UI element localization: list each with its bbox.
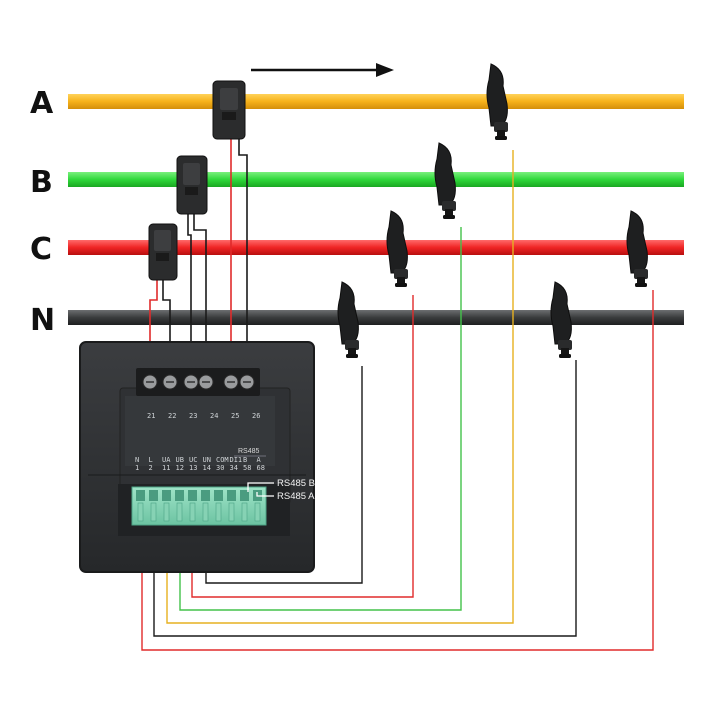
terminal-screw xyxy=(223,374,239,390)
rs485-b-label: RS485 B xyxy=(277,478,315,489)
bus-bar-n xyxy=(68,310,684,325)
terminal-name: N xyxy=(135,456,139,464)
plug-slot xyxy=(240,490,249,522)
terminal-number: 68 xyxy=(257,464,265,472)
phase-label-n: N xyxy=(30,303,55,338)
voltage-clamp-c2 xyxy=(626,210,648,287)
current-transformer-b xyxy=(176,155,208,215)
rs485-a-label: RS485 A xyxy=(277,491,315,502)
plug-slot xyxy=(188,490,197,522)
rs485-callouts: RS485 B RS485 A xyxy=(247,478,315,502)
terminal-name: COM xyxy=(216,456,229,464)
current-transformer-a xyxy=(212,80,246,140)
terminal-number: 30 xyxy=(216,464,224,472)
voltage-wires xyxy=(141,150,654,651)
terminal-number: 14 xyxy=(203,464,211,472)
phase-label-a: A xyxy=(30,86,54,121)
voltage-clamp-n1 xyxy=(337,281,359,358)
plug-connector xyxy=(131,486,267,526)
plug-slot xyxy=(214,490,223,522)
voltage-clamp-c1 xyxy=(386,210,408,287)
plug-slot xyxy=(149,490,158,522)
plug-slot xyxy=(175,490,184,522)
ct-input-number: 21 xyxy=(147,412,155,420)
terminal-name: UN xyxy=(203,456,211,464)
terminal-number: 58 xyxy=(243,464,251,472)
current-transformer-c xyxy=(148,223,178,281)
ct-input-number: 22 xyxy=(168,412,176,420)
ct-input-number: 24 xyxy=(210,412,218,420)
terminal-screw xyxy=(142,374,158,390)
terminal-number: 12 xyxy=(176,464,184,472)
ct-terminal-block: 21 22 23 24 25 26 xyxy=(136,368,260,420)
terminal-number: 13 xyxy=(189,464,197,472)
terminal-name: UC xyxy=(189,456,197,464)
terminal-screw xyxy=(198,374,214,390)
plug-slot xyxy=(227,490,236,522)
terminal-number: 1 xyxy=(135,464,139,472)
voltage-clamp-n2 xyxy=(550,281,572,358)
terminal-number: 34 xyxy=(230,464,238,472)
bus-bar-a xyxy=(68,94,684,109)
terminal-name: A xyxy=(257,456,262,464)
voltage-clamp-a xyxy=(486,63,508,140)
terminal-screw xyxy=(183,374,199,390)
plug-slot xyxy=(136,490,145,522)
terminal-name: L xyxy=(149,456,153,464)
terminal-screw xyxy=(162,374,178,390)
phase-label-b: B xyxy=(30,165,53,200)
voltage-clamp-b xyxy=(434,142,456,219)
terminal-number: 2 xyxy=(149,464,153,472)
plug-slot xyxy=(162,490,171,522)
terminal-name: UB xyxy=(176,456,184,464)
ct-input-number: 23 xyxy=(189,412,197,420)
right-arrow-icon xyxy=(251,63,394,77)
terminal-screw xyxy=(239,374,255,390)
ct-input-number: 26 xyxy=(252,412,260,420)
terminal-name: UA xyxy=(162,456,171,464)
plug-slot xyxy=(201,490,210,522)
terminal-name: B xyxy=(243,456,247,464)
phase-label-c: C xyxy=(30,232,52,267)
bus-bar-b xyxy=(68,172,684,187)
ct-wires xyxy=(149,138,248,368)
terminal-name: DI1 xyxy=(230,456,243,464)
rs485-header: RS485 xyxy=(238,448,260,455)
bus-bar-c xyxy=(68,240,684,255)
terminal-number: 11 xyxy=(162,464,170,472)
ct-input-number: 25 xyxy=(231,412,239,420)
